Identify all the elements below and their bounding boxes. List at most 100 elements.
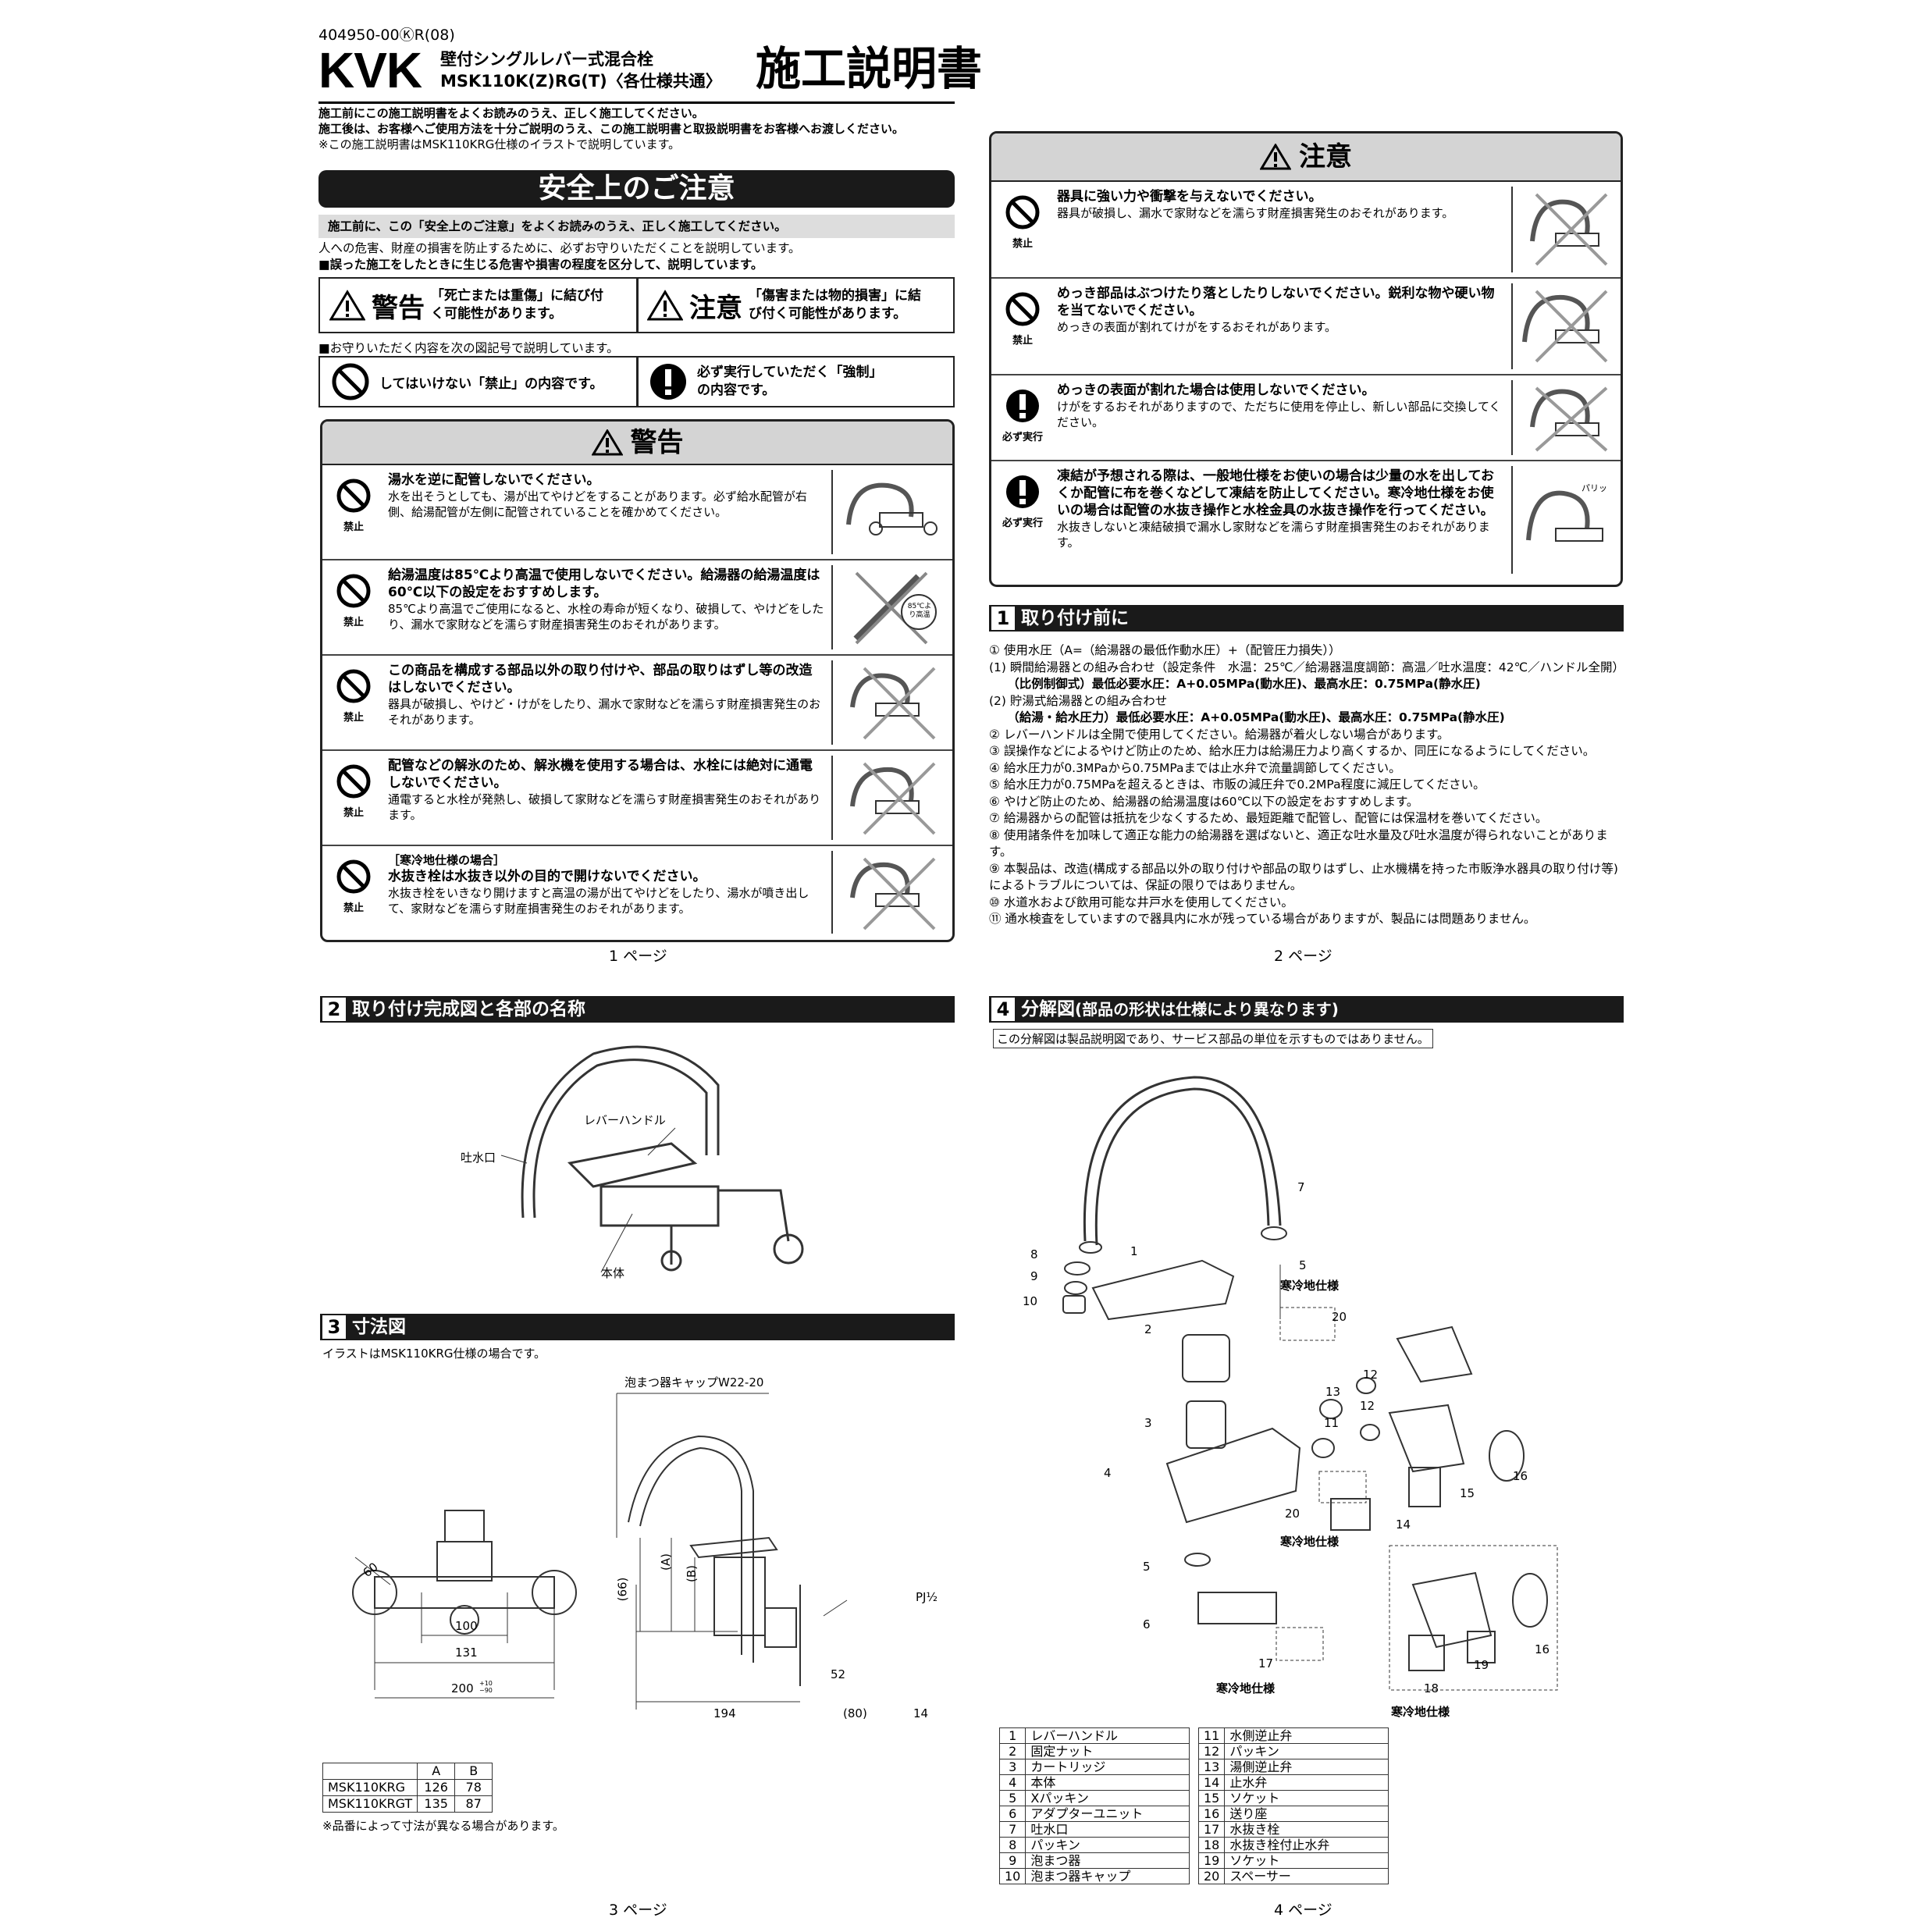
safety-explanation: 人への危害、財産の損害を防止するために、必ずお守りいただくことを説明しています。… bbox=[318, 240, 801, 273]
prohibit-icon bbox=[336, 764, 371, 799]
list-item: ⑦ 給湯器からの配管は抵抗を少なくするため、最短距離で配管し、配管には保温材を巻… bbox=[989, 811, 1548, 825]
dimension-100: 100 bbox=[455, 1619, 478, 1633]
pipe-illustration: 85℃より高温 bbox=[831, 565, 952, 649]
body-label: 本体 bbox=[601, 1266, 625, 1280]
warning-panel-title: 警告 bbox=[630, 427, 684, 458]
faucet-illustration bbox=[1511, 380, 1621, 455]
page-number: 4 ページ bbox=[1274, 1902, 1332, 1919]
page-number: 1 ページ bbox=[609, 948, 667, 965]
table-cell: 135 bbox=[417, 1795, 456, 1813]
section-3-header: 3 寸法図 bbox=[320, 1314, 955, 1340]
row-icon-label: 禁止 bbox=[343, 521, 364, 533]
part-number: 1 bbox=[998, 1727, 1026, 1744]
row-description: 器具が破損し、やけど・けがをしたり、漏水で家財などを濡らす財産損害発生のおそれが… bbox=[388, 697, 821, 727]
dimension-footnote: ※品番によって寸法が異なる場合があります。 bbox=[322, 1819, 564, 1833]
frozen-faucet-illustration: パリッ bbox=[1511, 466, 1621, 574]
row-description: 水抜き栓をいきなり開けますと高温の湯が出てやけどをしたり、湯水が噴き出して、家財… bbox=[388, 886, 809, 916]
caution-label: 注意 bbox=[689, 292, 742, 324]
section-title: 取り付け完成図と各部の名称 bbox=[352, 999, 585, 1019]
cold-region-label: 寒冷地仕様 bbox=[1391, 1705, 1450, 1719]
list-item: （給湯・給水圧力）最低必要水圧：A+0.05MPa(動水圧)、最高水圧：0.75… bbox=[989, 710, 1505, 724]
cold-region-label: 寒冷地仕様 bbox=[1280, 1535, 1340, 1549]
section-number: 2 bbox=[322, 998, 346, 1021]
row-icon-label: 禁止 bbox=[343, 902, 364, 914]
page-number: 2 ページ bbox=[1274, 948, 1332, 965]
faucet-illustration bbox=[831, 470, 952, 554]
list-item: ⑤ 給水圧力が0.75MPaを超えるときは、市販の減圧弁で0.2MPa程度に減圧… bbox=[989, 777, 1485, 792]
section-number: 1 bbox=[991, 607, 1015, 630]
part-number: 20 bbox=[1197, 1868, 1226, 1884]
dimension-note: イラストはMSK110KRG仕様の場合です。 bbox=[322, 1347, 546, 1361]
callout-15: 15 bbox=[1460, 1486, 1475, 1500]
part-name: 水側逆止弁 bbox=[1224, 1727, 1389, 1744]
table-cell: 126 bbox=[417, 1779, 456, 1796]
list-item: （比例制御式）最低必要水圧：A+0.05MPa(動水圧)、最高水圧：0.75MP… bbox=[989, 677, 1481, 691]
faucet-illustration bbox=[1511, 187, 1621, 272]
section-subtitle: (部品の形状は仕様により異なります) bbox=[1075, 1000, 1339, 1019]
part-number: 19 bbox=[1197, 1852, 1226, 1869]
part-number: 5 bbox=[998, 1790, 1026, 1806]
table-cell: B bbox=[454, 1763, 493, 1780]
safety-heading: 安全上のご注意 bbox=[318, 170, 955, 208]
part-name: 本体 bbox=[1025, 1774, 1190, 1791]
row-description: 通電すると水栓が発熱し、破損して家財などを濡らす財産損害発生のおそれがあります。 bbox=[388, 792, 821, 822]
temperature-callout: 85℃より高温 bbox=[907, 603, 932, 619]
prohibit-icon bbox=[336, 479, 371, 513]
section-1-header: 1 取り付け前に bbox=[989, 605, 1624, 632]
safety-band: 施工前に、この「安全上のご注意」をよくお読みのうえ、正しく施工してください。 bbox=[318, 215, 955, 238]
section-title: 取り付け前に bbox=[1021, 608, 1129, 628]
row-description: めっきの表面が割れてけがをするおそれがあります。 bbox=[1057, 320, 1337, 334]
lever-handle-label: レバーハンドル bbox=[584, 1113, 666, 1127]
list-item: ⑥ やけど防止のため、給湯器の給湯温度は60℃以下の設定をおすすめします。 bbox=[989, 794, 1419, 809]
row-title: この商品を構成する部品以外の取り付けや、部品の取りはずし等の改造はしないでくださ… bbox=[388, 663, 813, 696]
list-item: ① 使用水圧（A=（給湯器の最低作動水圧）+（配管圧力損失）） bbox=[989, 643, 1341, 657]
part-number: 13 bbox=[1197, 1759, 1226, 1775]
list-item: (1) 瞬間給湯器との組み合わせ（設定条件 水温：25℃／給湯器温度調節：高温／… bbox=[989, 660, 1624, 674]
part-number: 7 bbox=[998, 1821, 1026, 1838]
warning-triangle-icon bbox=[329, 290, 365, 321]
document-code: 404950-00ⓀR(08) bbox=[318, 27, 455, 44]
list-item: ④ 給水圧力が0.3MPaから0.75MPaまでは止水弁で流量調節してください。 bbox=[989, 760, 1401, 775]
callout-14: 14 bbox=[1396, 1517, 1411, 1532]
callout-20b: 20 bbox=[1285, 1507, 1300, 1521]
part-name: 泡まつ器キャップ bbox=[1025, 1868, 1190, 1884]
intro-text: 施工前にこの施工説明書をよくお読みのうえ、正しく施工してください。 施工後は、お… bbox=[318, 105, 959, 152]
section-number: 4 bbox=[991, 998, 1015, 1021]
callout-5: 5 bbox=[1143, 1560, 1151, 1574]
row-description: 水抜きしないと凍結破損で漏水し家財などを濡らす財産損害発生のおそれがあります。 bbox=[1057, 520, 1490, 550]
intro-line: 施工後は、お客様へご使用方法を十分ご説明のうえ、この施工説明書と取扱説明書をお客… bbox=[318, 122, 905, 136]
part-name: 吐水口 bbox=[1025, 1821, 1190, 1838]
prohibit-icon bbox=[332, 363, 369, 400]
mandatory-icon bbox=[1006, 390, 1039, 422]
mandatory-definition: 必ず実行していただく「強制」の内容です。 bbox=[636, 356, 955, 407]
row-title: 配管などの解氷のため、解氷機を使用する場合は、水栓には絶対に通電しないでください… bbox=[388, 758, 813, 791]
part-number: 18 bbox=[1197, 1837, 1226, 1853]
table-cell: 78 bbox=[454, 1779, 493, 1796]
callout-19: 19 bbox=[1474, 1658, 1489, 1672]
table-cell bbox=[322, 1763, 418, 1780]
row-icon-label: 必ず実行 bbox=[1002, 518, 1043, 529]
dimension-A: (A) bbox=[658, 1553, 673, 1571]
callout-17: 17 bbox=[1258, 1656, 1274, 1670]
part-name: Xパッキン bbox=[1025, 1790, 1190, 1806]
callout-3: 3 bbox=[1144, 1416, 1152, 1430]
caution-row: 禁止 器具に強い力や衝撃を与えないでください。器具が破損し、漏水で家財などを濡ら… bbox=[991, 182, 1621, 279]
document-title: 施工説明書 bbox=[756, 42, 983, 95]
part-number: 11 bbox=[1197, 1727, 1226, 1744]
exploded-view-note: この分解図は製品説明図であり、サービス部品の単位を示すものではありません。 bbox=[993, 1029, 1433, 1048]
dimension-52: 52 bbox=[831, 1667, 846, 1681]
faucet-illustration bbox=[831, 756, 952, 840]
section-number: 3 bbox=[322, 1315, 346, 1339]
